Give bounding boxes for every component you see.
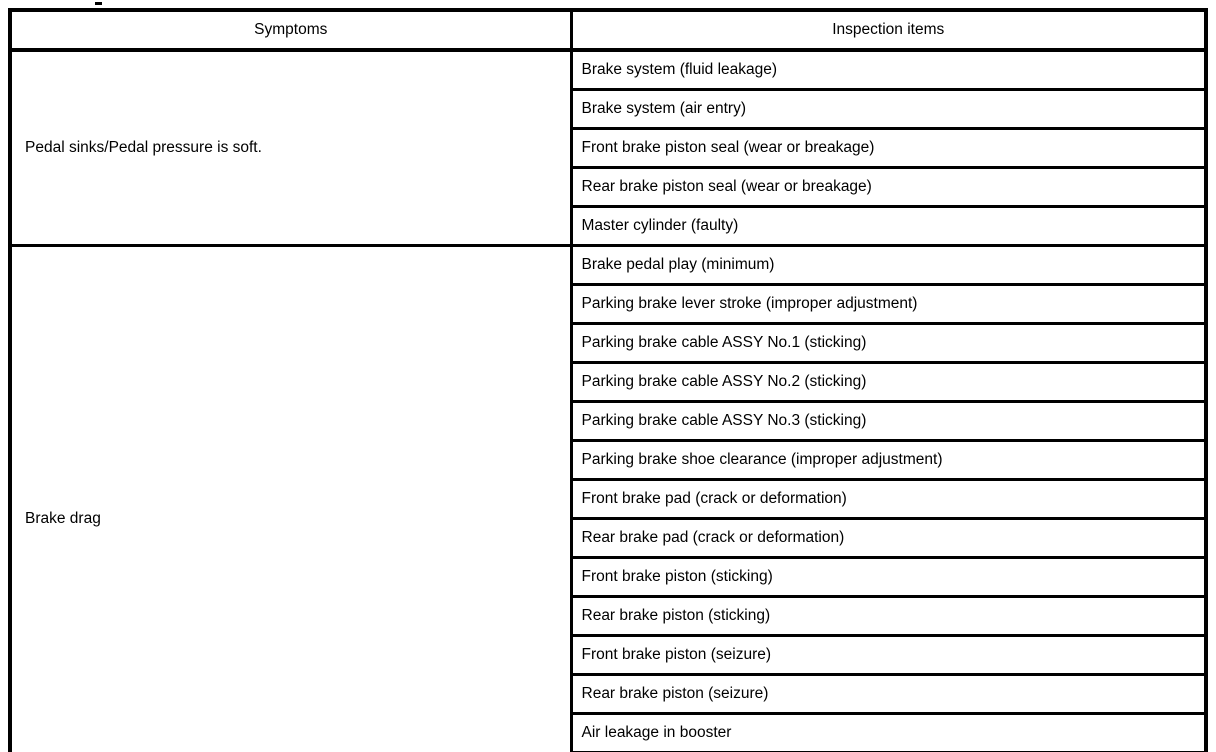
inspection-item-cell: Rear brake piston (seizure) [571,674,1206,715]
symptom-cell: Pedal sinks/Pedal pressure is soft. [10,50,573,247]
symptom-cell: Brake drag [10,245,573,752]
inspection-item-cell: Rear brake piston (sticking) [571,596,1206,637]
table-body: Pedal sinks/Pedal pressure is soft.Brake… [10,50,1206,752]
troubleshooting-table: Symptoms Inspection items Pedal sinks/Pe… [8,8,1208,752]
table-row: Rear brake pad (crack or deformation) [10,518,1206,559]
table-row: Parking brake cable ASSY No.1 (sticking) [10,323,1206,364]
inspection-item-cell: Brake pedal play (minimum) [571,245,1206,286]
inspection-item-cell: Rear brake piston seal (wear or breakage… [571,167,1206,208]
table-row: Rear brake piston (sticking) [10,596,1206,637]
inspection-item-cell: Front brake piston seal (wear or breakag… [571,128,1206,169]
inspection-item-cell: Rear brake pad (crack or deformation) [571,518,1206,559]
column-header-symptoms: Symptoms [10,10,573,52]
table-row: Front brake piston (sticking) [10,557,1206,598]
troubleshooting-table-wrapper: Symptoms Inspection items Pedal sinks/Pe… [8,8,1208,752]
inspection-item-cell: Parking brake cable ASSY No.3 (sticking) [571,401,1206,442]
table-row: Master cylinder (faulty) [10,206,1206,247]
table-row: Parking brake lever stroke (improper adj… [10,284,1206,325]
inspection-item-cell: Parking brake shoe clearance (improper a… [571,440,1206,481]
inspection-item-cell: Parking brake cable ASSY No.2 (sticking) [571,362,1206,403]
table-row: Rear brake piston (seizure) [10,674,1206,715]
inspection-item-cell: Brake system (air entry) [571,89,1206,130]
table-row: Front brake pad (crack or deformation) [10,479,1206,520]
table-header: Symptoms Inspection items [10,10,1206,52]
header-row: Symptoms Inspection items [10,10,1206,52]
stray-dash-artifact [95,2,102,5]
inspection-item-cell: Parking brake cable ASSY No.1 (sticking) [571,323,1206,364]
table-row: Parking brake cable ASSY No.2 (sticking) [10,362,1206,403]
table-row: Brake system (air entry) [10,89,1206,130]
table-row: Parking brake shoe clearance (improper a… [10,440,1206,481]
inspection-item-cell: Front brake piston (sticking) [571,557,1206,598]
table-row: Air leakage in booster [10,713,1206,752]
table-row: Front brake piston seal (wear or breakag… [10,128,1206,169]
table-row: Pedal sinks/Pedal pressure is soft.Brake… [10,50,1206,247]
inspection-item-cell: Front brake piston (seizure) [571,635,1206,676]
table-row: Front brake piston (seizure) [10,635,1206,676]
inspection-item-cell: Air leakage in booster [571,713,1206,752]
inspection-item-cell: Front brake pad (crack or deformation) [571,479,1206,520]
inspection-item-cell: Brake system (fluid leakage) [571,50,1206,91]
table-row: Rear brake piston seal (wear or breakage… [10,167,1206,208]
inspection-item-cell: Parking brake lever stroke (improper adj… [571,284,1206,325]
inspection-item-cell: Master cylinder (faulty) [571,206,1206,247]
column-header-inspection-items: Inspection items [571,10,1206,52]
table-row: Parking brake cable ASSY No.3 (sticking) [10,401,1206,442]
